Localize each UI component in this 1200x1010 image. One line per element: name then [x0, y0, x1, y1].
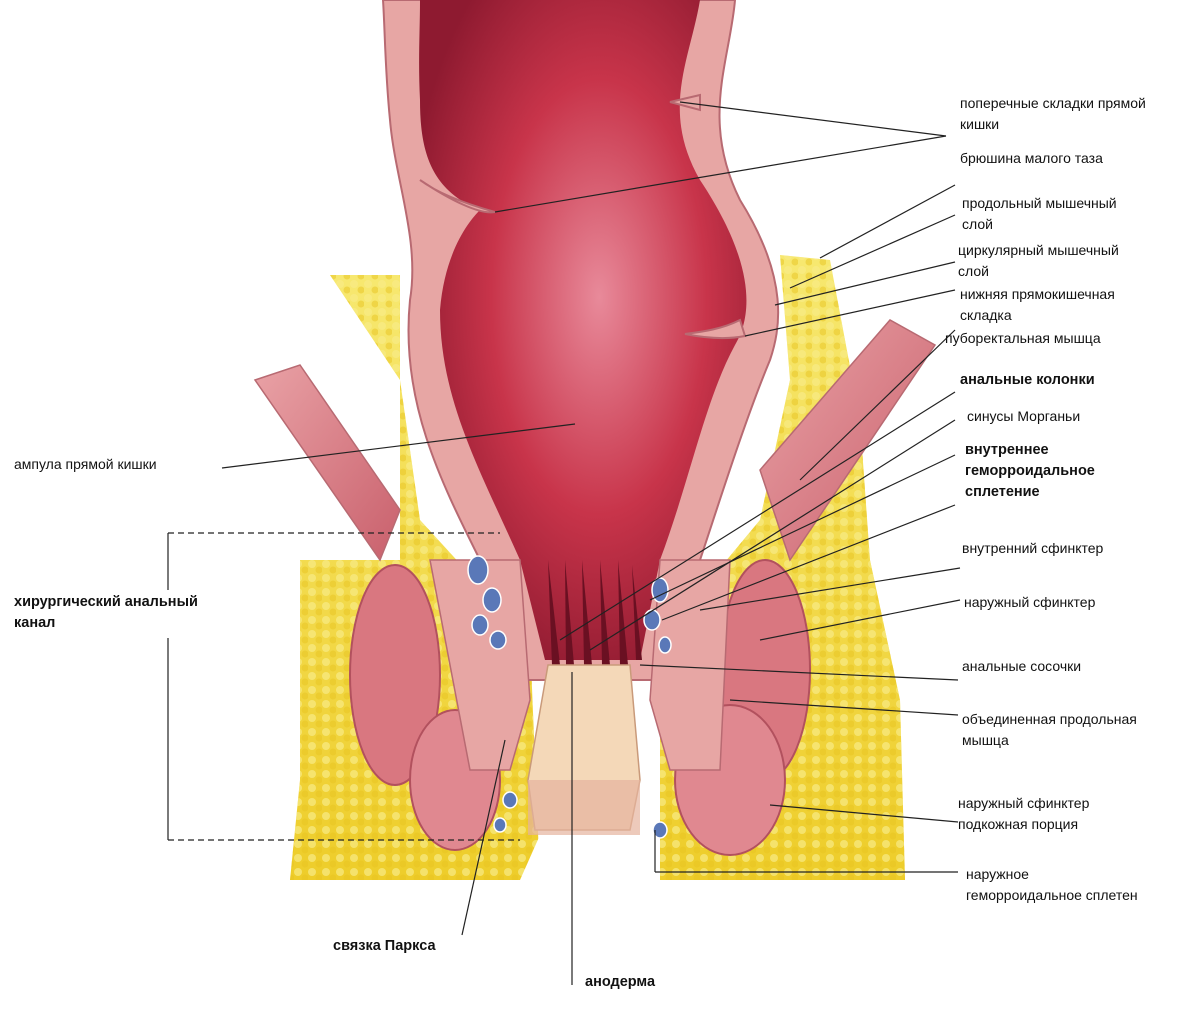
label-anal-columns: анальные колонки	[960, 372, 1095, 388]
hemorrhoidal-vessels	[467, 555, 672, 839]
label-external-sphincter: наружный сфинктер	[964, 594, 1096, 610]
label-external-subcutaneous: наружный сфинктер подкожная порция	[958, 795, 1090, 832]
label-parks-ligament: связка Паркса	[333, 938, 436, 954]
sphincter-muscles	[349, 559, 811, 856]
label-external-plexus: наружное геморроидальное сплетен	[966, 866, 1138, 903]
label-transverse-folds: поперечные складки прямой кишки	[960, 95, 1146, 132]
label-internal-plexus: внутреннее геморроидальное сплетение	[965, 442, 1095, 500]
label-lower-fold: нижняя прямокишечная складка	[960, 286, 1115, 323]
label-morgagni-sinuses: синусы Морганьи	[967, 408, 1081, 424]
levator-muscles	[253, 319, 937, 562]
label-surgical-canal: хирургический анальный канал	[14, 594, 198, 631]
rectal-wall	[381, 0, 780, 681]
label-internal-sphincter: внутренний сфинктер	[962, 540, 1104, 556]
label-anoderm: анодерма	[585, 974, 656, 990]
label-ampulla: ампула прямой кишки	[14, 456, 157, 472]
leader-lines	[167, 101, 961, 985]
label-pelvic-peritoneum: брюшина малого таза	[960, 150, 1103, 166]
label-longitudinal-muscle: продольный мышечный слой	[962, 195, 1117, 232]
label-circular-muscle: циркулярный мышечный слой	[958, 242, 1119, 279]
label-conjoined-longitudinal: объединенная продольная мышца	[962, 711, 1137, 748]
label-anal-papillae: анальные сосочки	[962, 658, 1082, 674]
anal-canal	[520, 664, 660, 880]
label-puborectalis: пуборектальная мышца	[945, 330, 1101, 346]
